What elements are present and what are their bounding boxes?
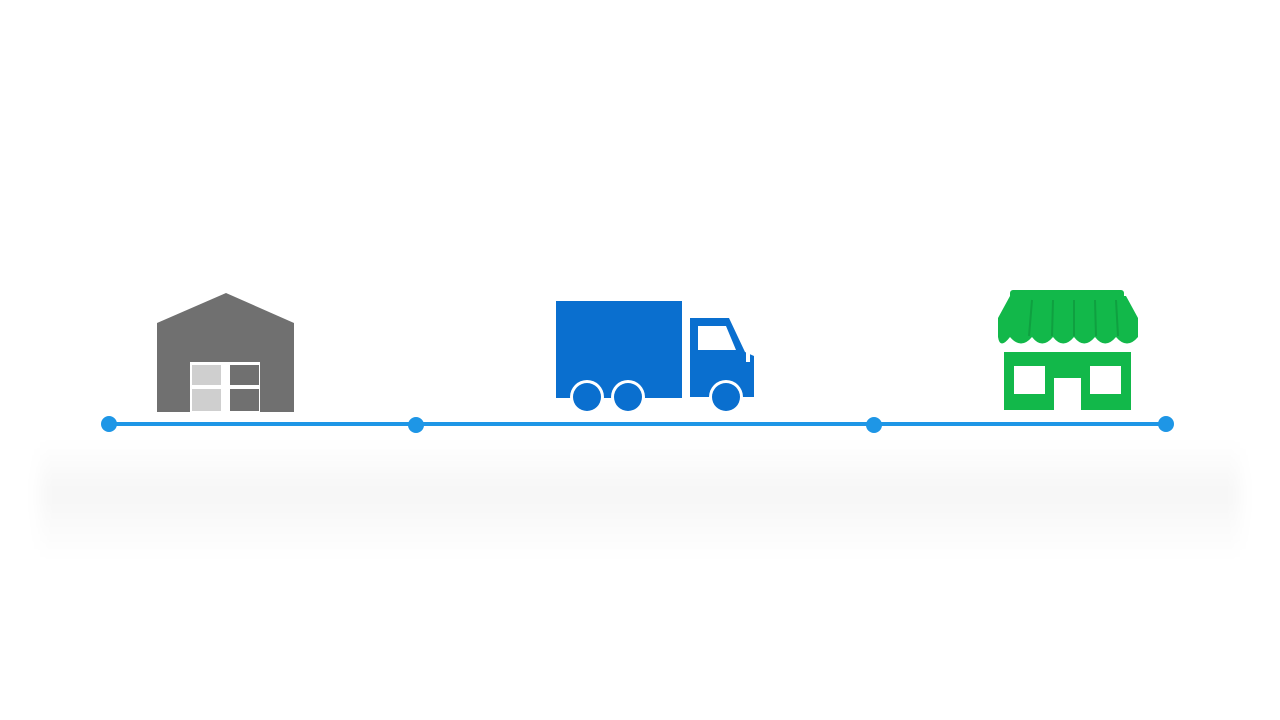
ground-shadow bbox=[40, 440, 1240, 560]
timeline-point bbox=[1158, 416, 1174, 432]
storefront-icon bbox=[998, 290, 1138, 410]
warehouse-icon bbox=[157, 293, 294, 412]
timeline-point bbox=[408, 417, 424, 433]
timeline-point bbox=[101, 416, 117, 432]
delivery-truck-icon bbox=[556, 301, 754, 414]
timeline-point bbox=[866, 417, 882, 433]
timeline bbox=[101, 416, 1174, 433]
